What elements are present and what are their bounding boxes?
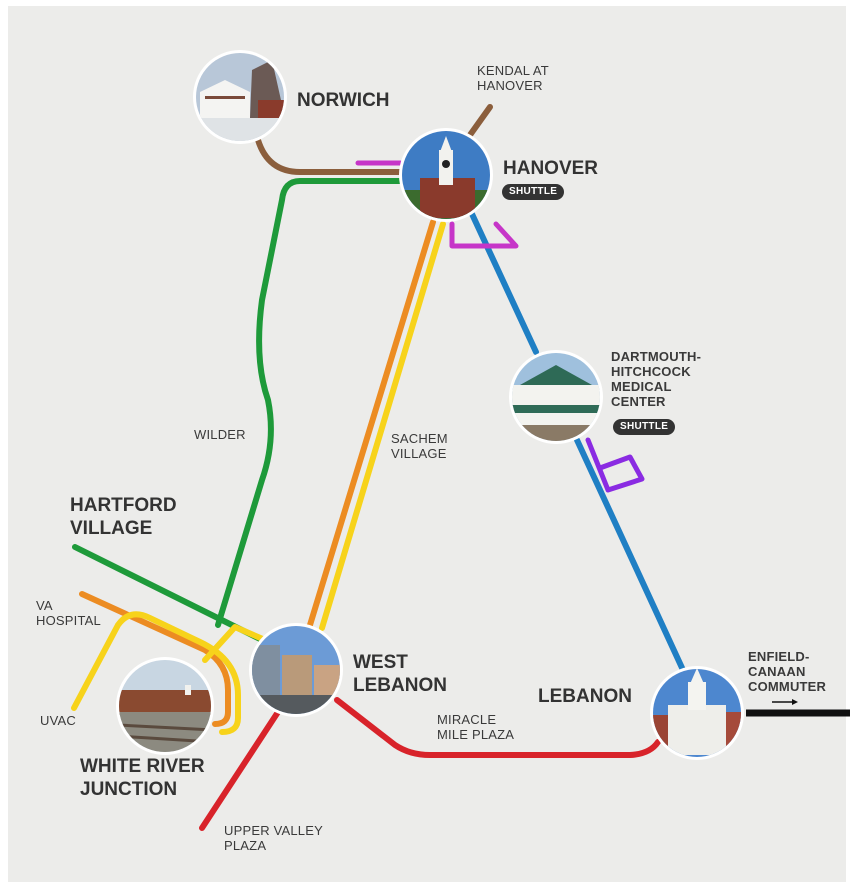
dhmc-photo bbox=[509, 350, 603, 444]
wrj-photo bbox=[116, 657, 214, 755]
hartford-village-label: HARTFORD VILLAGE bbox=[70, 495, 177, 539]
route-purple bbox=[585, 437, 645, 493]
west-lebanon-label: WEST LEBANON bbox=[353, 652, 447, 696]
route-yellow-uvac bbox=[71, 611, 241, 735]
route-blue-2 bbox=[574, 437, 686, 673]
upper-valley-plaza-label: UPPER VALLEY PLAZA bbox=[224, 823, 323, 853]
sachem-village-label: SACHEM VILLAGE bbox=[391, 431, 448, 461]
route-orange-va bbox=[79, 591, 231, 727]
hanover-photo bbox=[399, 128, 493, 222]
route-brown bbox=[255, 137, 413, 175]
route-brown-kendal bbox=[467, 104, 493, 138]
route-green bbox=[215, 178, 413, 628]
route-yellow bbox=[319, 221, 446, 631]
miracle-mile-plaza-label: MIRACLE MILE PLAZA bbox=[437, 712, 515, 742]
va-hospital-label: VA HOSPITAL bbox=[36, 598, 101, 628]
dhmc-label: DARTMOUTH- HITCHCOCK MEDICAL CENTER bbox=[611, 349, 702, 409]
route-blue bbox=[469, 211, 539, 355]
route-yellow-westleb bbox=[202, 624, 268, 663]
norwich-photo bbox=[193, 50, 287, 144]
norwich-label: NORWICH bbox=[297, 90, 390, 111]
white-river-junction-label: WHITE RIVER JUNCTION bbox=[80, 756, 205, 800]
route-orange bbox=[307, 219, 436, 628]
route-red-2 bbox=[334, 697, 661, 758]
enfield-canaan-commuter-label: ENFIELD- CANAAN COMMUTER bbox=[748, 649, 827, 694]
dhmc-shuttle-badge: SHUTTLE bbox=[613, 419, 676, 435]
route-magenta-loop bbox=[449, 221, 519, 249]
kendal-label: KENDAL AT HANOVER bbox=[477, 63, 549, 93]
hanover-label: HANOVER bbox=[503, 158, 599, 179]
wilder-label: WILDER bbox=[194, 427, 246, 442]
route-red bbox=[199, 709, 281, 831]
lebanon-photo bbox=[650, 666, 744, 760]
route-green-hartford bbox=[72, 544, 265, 643]
commuter-arrow-icon bbox=[772, 699, 798, 705]
lebanon-label: LEBANON bbox=[538, 686, 632, 707]
uvac-label: UVAC bbox=[40, 713, 76, 728]
west-lebanon-photo bbox=[249, 623, 343, 717]
hanover-shuttle-badge: SHUTTLE bbox=[502, 184, 565, 200]
